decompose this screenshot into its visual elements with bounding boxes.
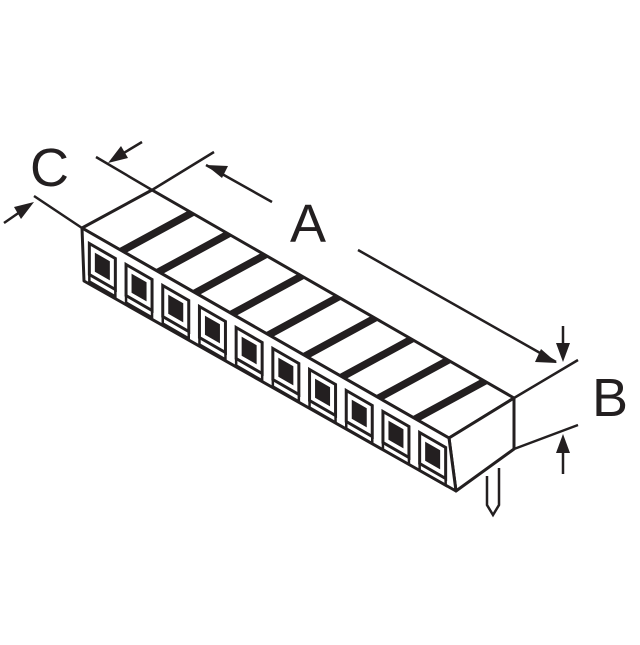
top-ridge <box>191 252 270 296</box>
cavity-contact <box>351 399 367 428</box>
dim-b-arrowhead-lower <box>556 434 570 453</box>
top-ridge <box>337 336 416 380</box>
dim-c-extension-lower <box>33 194 83 230</box>
dim-c-arrowhead-upper <box>108 146 128 163</box>
cavity-contact <box>278 357 294 386</box>
cavity-contact <box>94 252 110 281</box>
top-ridge <box>117 210 196 254</box>
contact-cavity <box>197 303 227 362</box>
cavity-foot <box>161 316 190 341</box>
cavity-foot <box>88 274 117 299</box>
top-ridge <box>374 357 453 401</box>
cavity-foot <box>381 442 411 467</box>
contact-cavity <box>87 240 117 299</box>
contact-cavity <box>161 282 191 341</box>
dim-a-line-lower <box>357 248 557 364</box>
contact-cavity <box>271 345 301 404</box>
pin-body <box>485 468 501 518</box>
cavity-foot <box>124 295 154 320</box>
cavity-contact <box>131 273 147 302</box>
arrowheads <box>14 146 570 453</box>
dim-c-extension-upper <box>95 155 153 192</box>
dim-a-extension-left <box>151 150 215 192</box>
cavity-contact <box>388 420 404 449</box>
dimension-label-a: A <box>290 194 326 254</box>
dim-a-arrowhead-right <box>535 349 557 363</box>
cavity-contact <box>168 294 184 323</box>
cavity-foot <box>345 421 374 446</box>
dimension-lines <box>3 140 579 474</box>
cavity-foot <box>418 463 447 488</box>
cavity-contact <box>204 315 220 344</box>
cavity-foot <box>234 358 264 383</box>
dim-b-extension-lower <box>513 423 579 451</box>
contact-cavity <box>124 261 154 320</box>
top-ridge <box>411 378 490 422</box>
cavity-contact <box>315 378 331 407</box>
dim-b-arrowhead-upper <box>556 343 570 362</box>
top-ridge <box>301 315 380 359</box>
dim-c-arrowhead-lower <box>14 202 34 219</box>
cavity-foot <box>308 400 337 425</box>
dimension-label-c: C <box>30 138 69 198</box>
top-ridge <box>227 273 306 317</box>
contact-cavity <box>381 408 411 467</box>
contact-cavity <box>308 366 338 425</box>
cavity-foot <box>198 337 227 362</box>
cavity-foot <box>271 379 301 404</box>
contact-cavity <box>344 387 374 446</box>
dim-a-arrowhead-left <box>206 165 228 178</box>
contact-cavities <box>87 240 448 488</box>
top-ridge <box>154 231 233 275</box>
top-ridge <box>264 294 343 338</box>
dim-a-extension-right <box>513 358 579 400</box>
top-ridges <box>117 210 490 422</box>
connector-pin <box>485 468 501 518</box>
dimension-label-b: B <box>592 368 628 428</box>
contact-cavity <box>234 324 264 383</box>
cavity-contact <box>425 441 441 470</box>
cavity-contact <box>241 336 257 365</box>
contact-cavity <box>418 429 448 488</box>
